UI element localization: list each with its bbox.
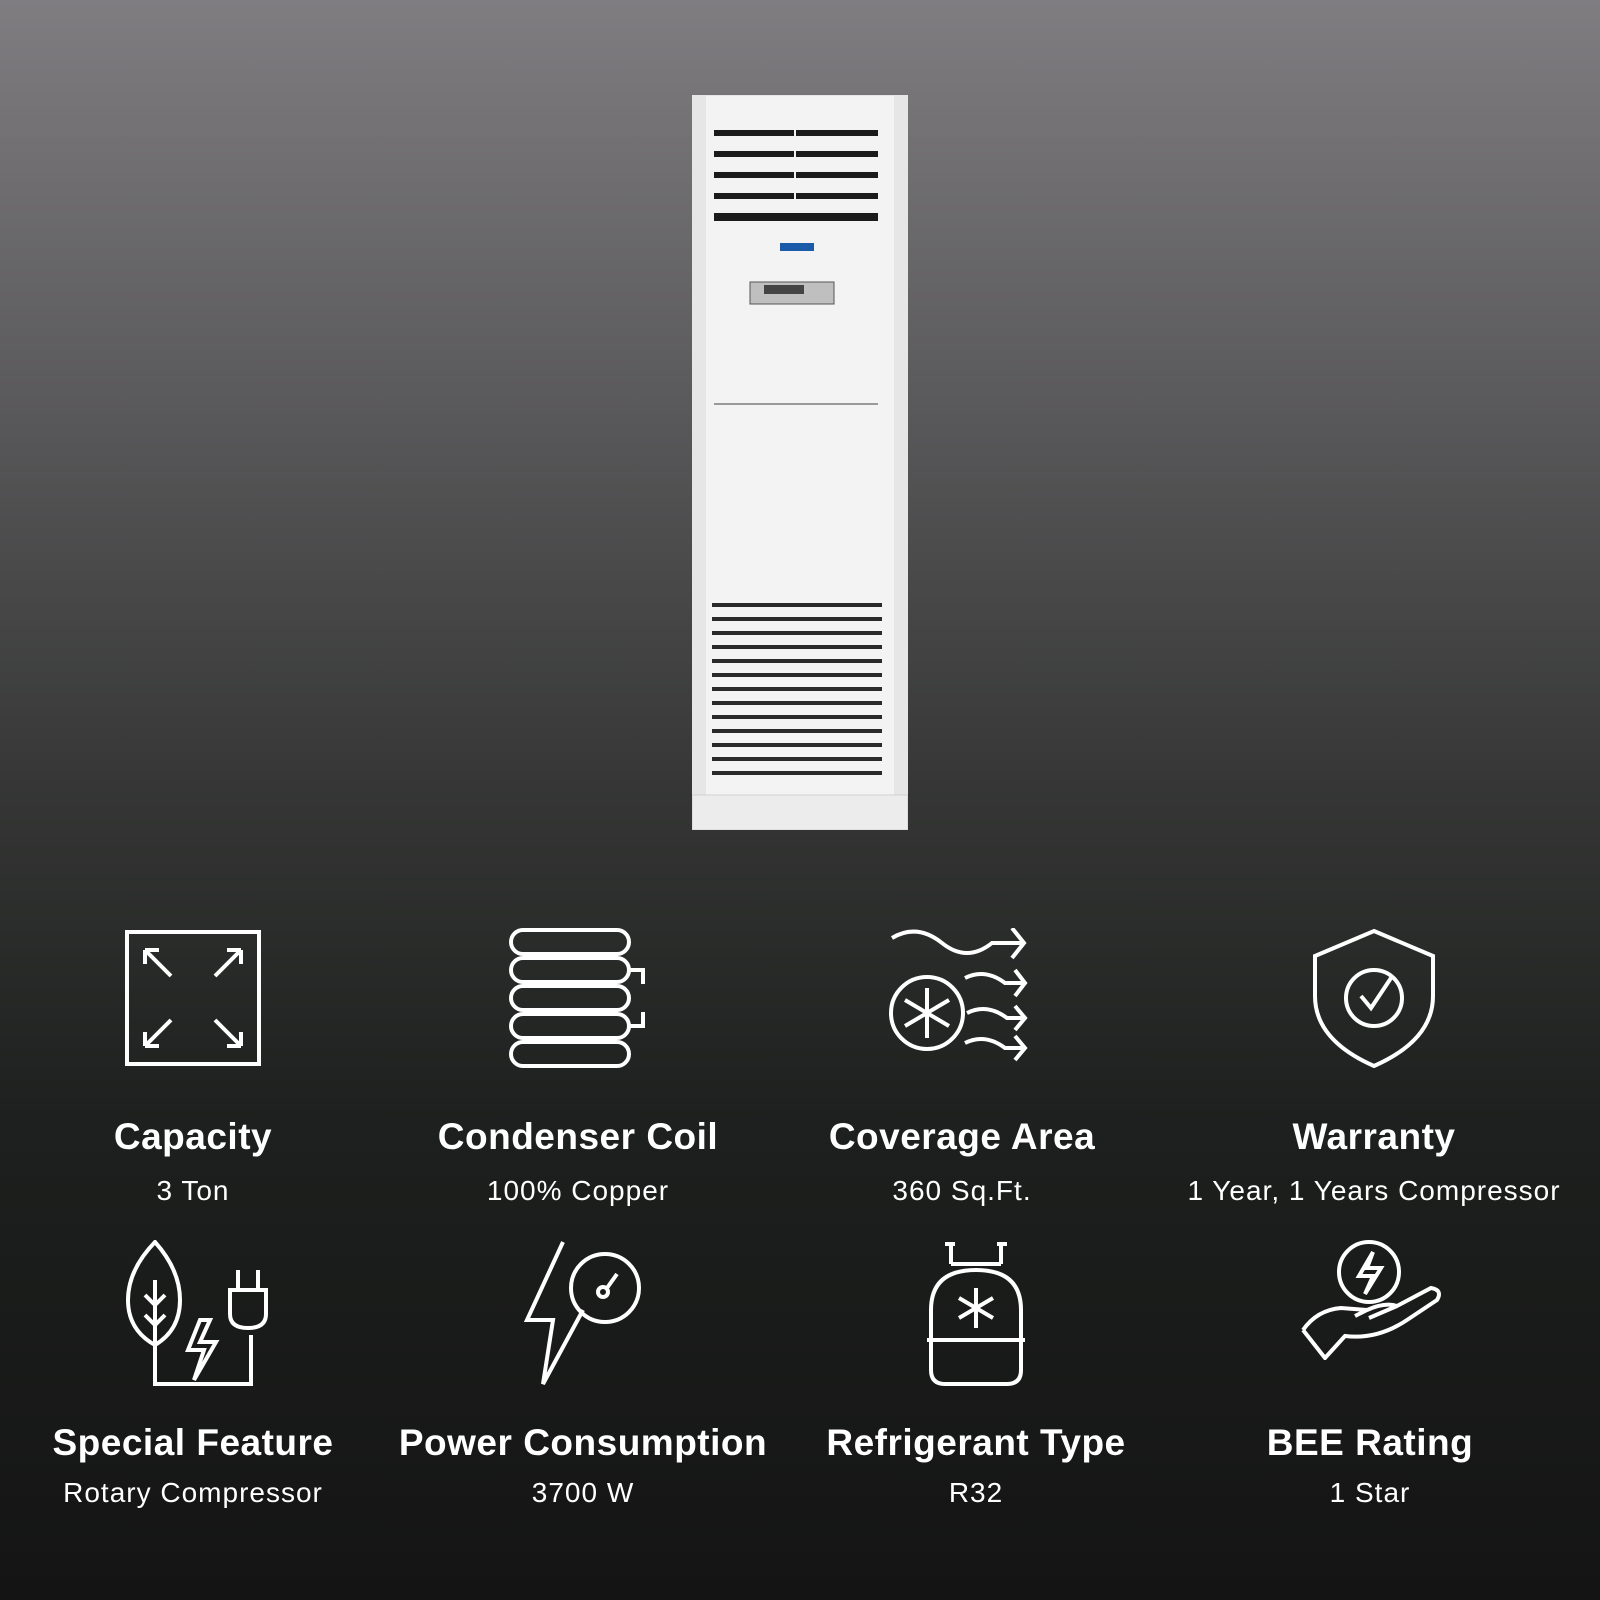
coil-icon bbox=[503, 928, 653, 1068]
expand-arrows-icon bbox=[123, 928, 263, 1068]
feature-title: Special Feature bbox=[52, 1422, 334, 1463]
feature-refrigerant-type: Refrigerant Type R32 bbox=[786, 1240, 1166, 1508]
shield-check-icon bbox=[1309, 928, 1439, 1068]
feature-title: Warranty bbox=[1292, 1116, 1456, 1157]
feature-value: 1 Year, 1 Years Compressor bbox=[1187, 1175, 1561, 1206]
feature-special-feature: Special Feature Rotary Compressor bbox=[3, 1240, 383, 1508]
feature-value: 1 Star bbox=[1329, 1477, 1411, 1508]
feature-title: Condenser Coil bbox=[437, 1116, 719, 1157]
product-image-tower-ac bbox=[692, 95, 908, 830]
feature-warranty: Warranty 1 Year, 1 Years Compressor bbox=[1184, 928, 1564, 1206]
feature-value: 3 Ton bbox=[156, 1175, 230, 1206]
feature-title: Coverage Area bbox=[828, 1116, 1096, 1157]
feature-title: BEE Rating bbox=[1266, 1422, 1474, 1463]
feature-value: 100% Copper bbox=[486, 1175, 670, 1206]
feature-condenser-coil: Condenser Coil 100% Copper bbox=[388, 928, 768, 1206]
feature-value: 3700 W bbox=[531, 1477, 635, 1508]
feature-value: R32 bbox=[948, 1477, 1004, 1508]
refrigerant-cylinder-icon bbox=[921, 1240, 1031, 1386]
feature-power-consumption: Power Consumption 3700 W bbox=[393, 1240, 773, 1508]
feature-capacity: Capacity 3 Ton bbox=[3, 928, 383, 1206]
feature-title: Refrigerant Type bbox=[826, 1422, 1126, 1463]
brand-logo bbox=[780, 243, 814, 251]
leaf-plug-icon bbox=[118, 1240, 268, 1386]
feature-title: Capacity bbox=[113, 1116, 273, 1157]
feature-coverage-area: Coverage Area 360 Sq.Ft. bbox=[772, 928, 1152, 1206]
feature-title: Power Consumption bbox=[398, 1422, 768, 1463]
airflow-snowflake-icon bbox=[887, 928, 1037, 1068]
feature-value: 360 Sq.Ft. bbox=[892, 1175, 1032, 1206]
hand-energy-icon bbox=[1297, 1240, 1443, 1360]
feature-bee-rating: BEE Rating 1 Star bbox=[1180, 1240, 1560, 1508]
lightning-gauge-icon bbox=[523, 1240, 643, 1386]
feature-value: Rotary Compressor bbox=[63, 1477, 323, 1508]
